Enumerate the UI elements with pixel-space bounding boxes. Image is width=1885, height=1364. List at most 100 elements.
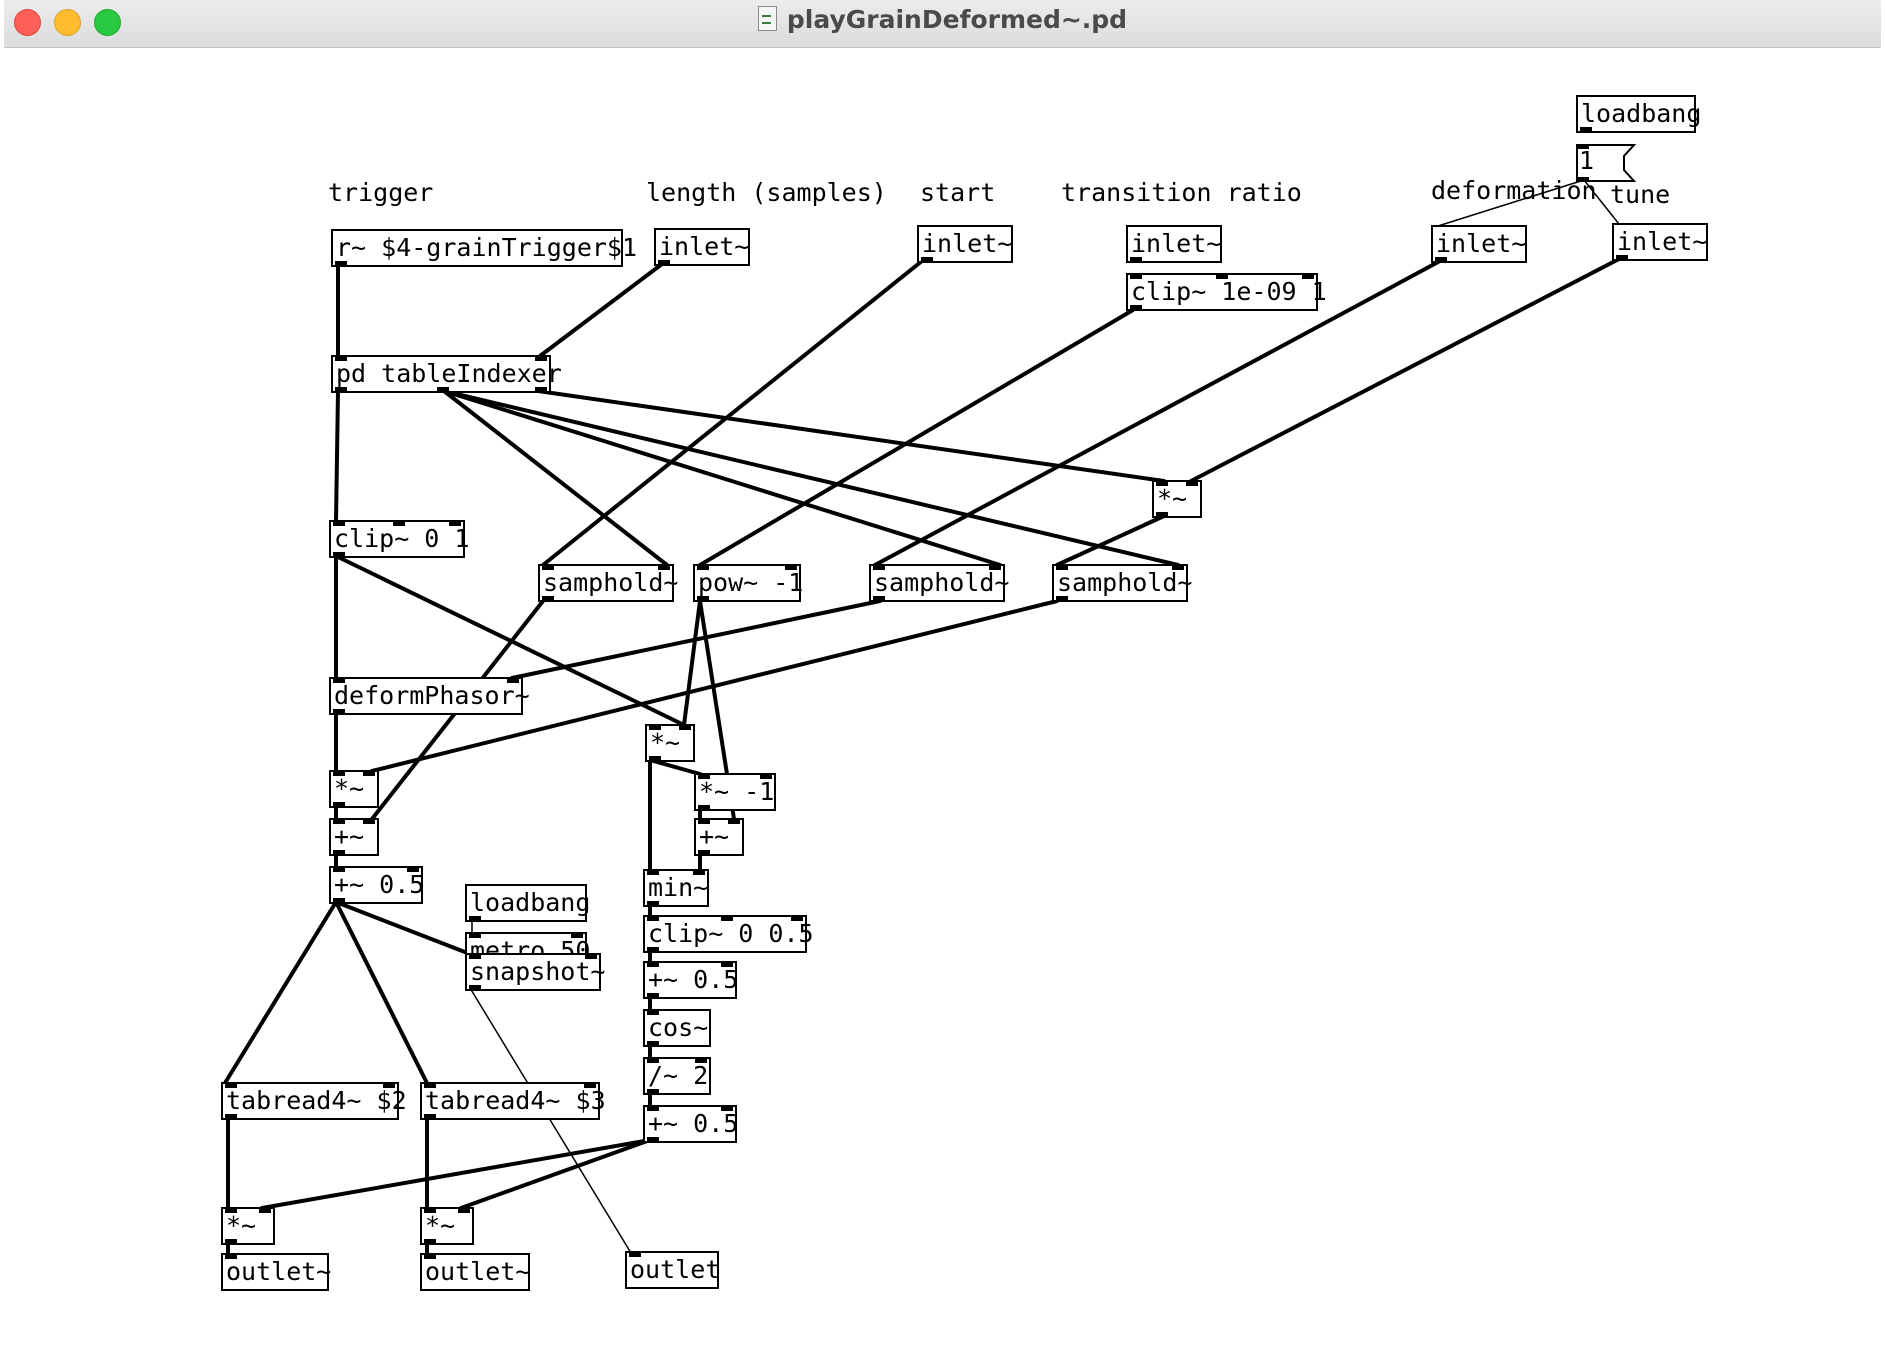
object-inlet[interactable] <box>649 725 661 730</box>
object-inlet[interactable] <box>679 725 691 730</box>
object-inlet[interactable] <box>333 867 345 872</box>
object-inlet[interactable] <box>333 771 345 776</box>
object-inlet[interactable] <box>647 870 659 875</box>
min-object[interactable]: min~ <box>643 869 709 907</box>
object-outlet[interactable] <box>335 387 347 392</box>
object-outlet[interactable] <box>1435 257 1447 262</box>
object-outlet[interactable] <box>647 947 659 952</box>
zoom-window-button[interactable] <box>94 9 121 36</box>
outlet-signal-b[interactable]: outlet~ <box>420 1253 530 1291</box>
inlet-deformation[interactable]: inlet~ <box>1431 225 1527 263</box>
message-box-one[interactable]: 1 <box>1576 144 1636 182</box>
divide-2-object[interactable]: /~ 2 <box>643 1057 711 1095</box>
object-inlet[interactable] <box>1172 565 1184 570</box>
object-outlet[interactable] <box>469 916 481 921</box>
object-inlet[interactable] <box>225 1083 237 1088</box>
object-inlet[interactable] <box>333 521 345 526</box>
multiply-left-object[interactable]: *~ <box>329 770 379 808</box>
object-outlet[interactable] <box>535 387 547 392</box>
object-inlet[interactable] <box>629 1252 641 1257</box>
object-outlet[interactable] <box>658 260 670 265</box>
object-outlet[interactable] <box>698 850 710 855</box>
tabread4-object-a[interactable]: tabread4~ $2 <box>221 1082 407 1120</box>
object-inlet[interactable] <box>698 819 710 824</box>
object-inlet[interactable] <box>335 356 347 361</box>
loadbang-object-top[interactable]: loadbang <box>1576 95 1701 133</box>
samphold-object-b[interactable]: samphold~ <box>869 564 1009 602</box>
object-inlet[interactable] <box>693 870 705 875</box>
outlet-control[interactable]: outlet <box>625 1251 720 1289</box>
object-inlet[interactable] <box>695 1058 707 1063</box>
object-outlet[interactable] <box>697 596 709 601</box>
patch-canvas[interactable]: trigger length (samples) start transitio… <box>0 48 1885 1364</box>
object-outlet[interactable] <box>333 709 345 714</box>
object-inlet[interactable] <box>721 916 733 921</box>
object-outlet[interactable] <box>469 985 481 990</box>
multiply-tune-object[interactable]: *~ <box>1152 480 1202 518</box>
object-inlet[interactable] <box>647 1058 659 1063</box>
object-inlet[interactable] <box>584 1083 596 1088</box>
close-window-button[interactable] <box>14 9 41 36</box>
object-inlet[interactable] <box>469 933 481 938</box>
multiply-output-a[interactable]: *~ <box>221 1207 275 1245</box>
object-outlet[interactable] <box>424 1239 436 1244</box>
clip-transition-object[interactable]: clip~ 1e-09 1 <box>1126 273 1327 311</box>
object-inlet[interactable] <box>333 819 345 824</box>
object-inlet[interactable] <box>791 916 803 921</box>
object-inlet[interactable] <box>424 1254 436 1259</box>
object-outlet[interactable] <box>1156 512 1168 517</box>
inlet-length[interactable]: inlet~ <box>654 228 750 266</box>
object-inlet[interactable] <box>1156 481 1168 486</box>
object-inlet[interactable] <box>424 1208 436 1213</box>
inlet-start[interactable]: inlet~ <box>917 225 1013 263</box>
object-inlet[interactable] <box>989 565 1001 570</box>
add-half-left-object[interactable]: +~ 0.5 <box>329 866 424 904</box>
clip-0-1-object[interactable]: clip~ 0 1 <box>329 520 469 558</box>
multiply-output-b[interactable]: *~ <box>420 1207 474 1245</box>
object-inlet[interactable] <box>542 565 554 570</box>
object-inlet[interactable] <box>785 565 797 570</box>
object-inlet[interactable] <box>507 678 519 683</box>
object-outlet[interactable] <box>333 898 345 903</box>
object-inlet[interactable] <box>449 521 461 526</box>
samphold-object-a[interactable]: samphold~ <box>538 564 678 602</box>
object-outlet[interactable] <box>647 1041 659 1046</box>
object-outlet[interactable] <box>225 1239 237 1244</box>
object-outlet[interactable] <box>333 552 345 557</box>
object-inlet[interactable] <box>1216 274 1228 279</box>
object-outlet[interactable] <box>647 993 659 998</box>
object-inlet[interactable] <box>1130 274 1142 279</box>
object-inlet[interactable] <box>721 962 733 967</box>
object-outlet[interactable] <box>1130 305 1142 310</box>
minimize-window-button[interactable] <box>54 9 81 36</box>
object-inlet[interactable] <box>697 565 709 570</box>
add-left-object[interactable]: +~ <box>329 818 379 856</box>
object-inlet[interactable] <box>333 678 345 683</box>
object-outlet[interactable] <box>647 1137 659 1142</box>
object-inlet[interactable] <box>1056 565 1068 570</box>
object-inlet[interactable] <box>647 1010 659 1015</box>
add-half-object-b[interactable]: +~ 0.5 <box>643 1105 738 1143</box>
object-inlet[interactable] <box>469 954 481 959</box>
object-inlet[interactable] <box>721 1106 733 1111</box>
object-inlet[interactable] <box>383 1083 395 1088</box>
object-inlet[interactable] <box>698 774 710 779</box>
object-inlet[interactable] <box>585 954 597 959</box>
object-inlet[interactable] <box>225 1254 237 1259</box>
object-inlet[interactable] <box>647 962 659 967</box>
object-outlet[interactable] <box>225 1114 237 1119</box>
object-outlet[interactable] <box>873 596 885 601</box>
clip-half-object[interactable]: clip~ 0 0.5 <box>643 915 814 953</box>
object-outlet[interactable] <box>649 756 661 761</box>
multiply-neg1-object[interactable]: *~ -1 <box>694 773 776 811</box>
tabread4-object-b[interactable]: tabread4~ $3 <box>420 1082 606 1120</box>
loadbang-object-mid[interactable]: loadbang <box>465 884 590 922</box>
object-inlet[interactable] <box>363 771 375 776</box>
object-inlet[interactable] <box>458 1208 470 1213</box>
object-inlet[interactable] <box>658 565 670 570</box>
object-outlet[interactable] <box>1616 255 1628 260</box>
object-outlet[interactable] <box>424 1114 436 1119</box>
snapshot-object[interactable]: snapshot~ <box>465 953 605 991</box>
object-inlet[interactable] <box>647 916 659 921</box>
object-inlet[interactable] <box>571 933 583 938</box>
